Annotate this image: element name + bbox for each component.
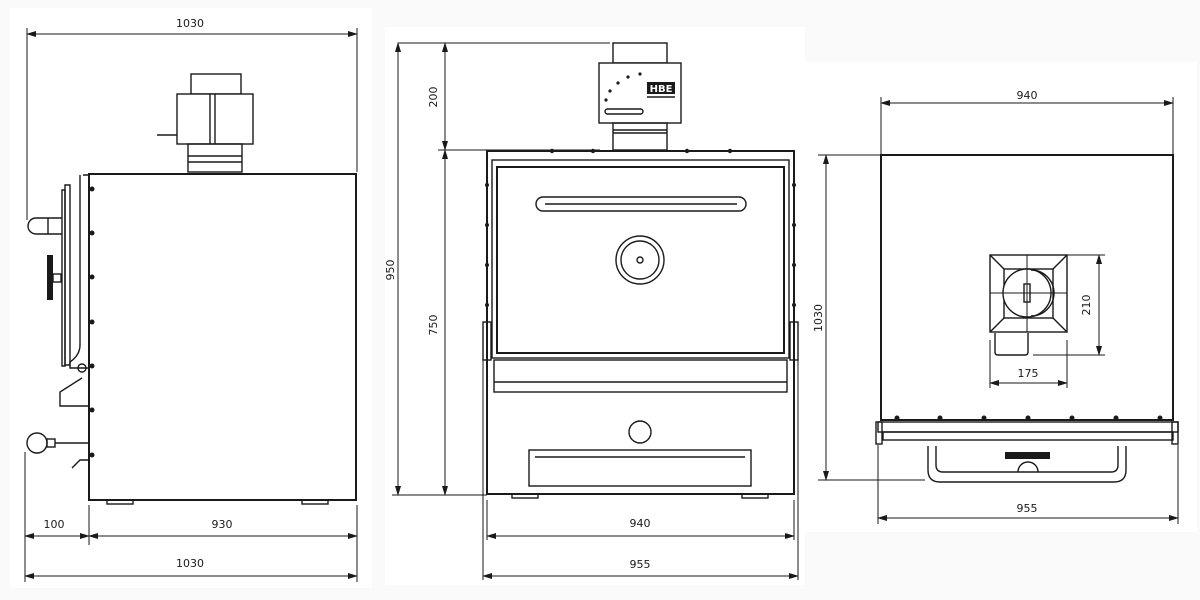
dim-top-width: 940 [1017, 89, 1038, 102]
dim-side-width-bottom: 1030 [176, 557, 204, 570]
svg-text:HBE: HBE [650, 84, 673, 95]
dim-side-width-top: 1030 [176, 17, 204, 30]
damper-scale [604, 72, 642, 102]
side-view [24, 28, 358, 582]
dim-front-overall-width: 955 [630, 558, 651, 571]
hbe-logo: HBE [647, 82, 675, 98]
dim-front-total-height: 950 [384, 260, 397, 281]
dim-front-body-width: 940 [630, 517, 651, 530]
front-view: HBE [392, 42, 799, 580]
dim-side-handle-offset: 100 [44, 518, 65, 531]
dim-top-chimney-width: 175 [1018, 367, 1039, 380]
dim-top-overall-width: 955 [1017, 502, 1038, 515]
front-view-panel [385, 27, 805, 585]
dim-top-depth: 1030 [812, 304, 825, 332]
dim-top-chimney-depth: 210 [1080, 295, 1093, 316]
dim-side-body-depth: 930 [212, 518, 233, 531]
dim-front-body-height: 750 [427, 315, 440, 336]
top-view [818, 97, 1179, 524]
dim-front-chimney-height: 200 [427, 87, 440, 108]
